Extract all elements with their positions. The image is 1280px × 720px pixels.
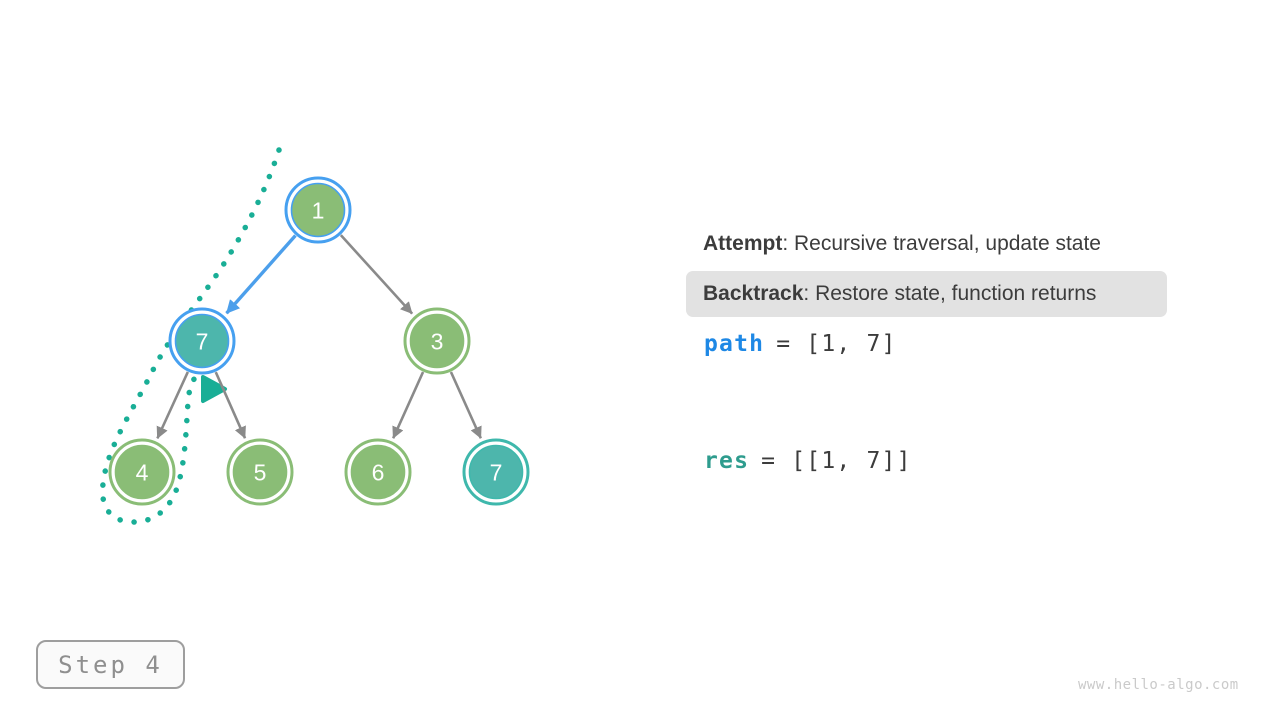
tree-edge-n7l-n4 (156, 371, 190, 439)
tree-node-1: 1 (284, 176, 352, 244)
node-fill (114, 444, 170, 500)
res-variable-name: res (704, 448, 750, 474)
path-variable-name: path (704, 331, 765, 357)
attempt-legend-line: Attempt: Recursive traversal, update sta… (703, 231, 1101, 257)
tree-edge-n3-n7r (449, 371, 482, 439)
tree-edges (156, 234, 482, 439)
tree-edge-n7l-n5 (214, 371, 247, 439)
tree-node-5: 5 (226, 438, 294, 506)
backtrack-legend-pill: Backtrack: Restore state, function retur… (686, 271, 1167, 317)
step-badge: Step 4 (36, 640, 185, 689)
node-fill (232, 444, 288, 500)
tree-diagram: 1 7 3 4 5 6 7 (99, 147, 530, 525)
node-value: 7 (196, 328, 209, 354)
attempt-text: : Recursive traversal, update state (782, 232, 1101, 255)
res-variable-value: = [[1, 7]] (761, 448, 912, 474)
node-value: 1 (312, 197, 325, 223)
attempt-label: Attempt (703, 232, 783, 255)
node-value: 5 (254, 459, 267, 485)
watermark: www.hello-algo.com (1078, 677, 1239, 693)
tree-edge-n1-n3 (339, 234, 414, 315)
path-variable-line: path = [1, 7] (704, 331, 897, 357)
node-value: 7 (490, 459, 503, 485)
node-value: 6 (372, 459, 385, 485)
backtrack-trace (99, 147, 282, 525)
node-fill (409, 313, 465, 369)
tree-node-4: 4 (108, 438, 176, 506)
trace-direction-arrow-icon (201, 375, 227, 403)
tree-nodes: 1 7 3 4 5 6 7 (108, 176, 530, 506)
trace-dotted-path (99, 147, 282, 525)
node-fill (290, 182, 346, 238)
tree-node-3: 3 (403, 307, 471, 375)
backtrack-label: Backtrack (703, 282, 804, 305)
tree-edge-n3-n6 (392, 371, 425, 439)
tree-node-7: 7 (462, 438, 530, 506)
tree-node-6: 6 (344, 438, 412, 506)
node-value: 3 (431, 328, 444, 354)
backtrack-text: : Restore state, function returns (803, 282, 1097, 305)
node-fill (468, 444, 524, 500)
path-variable-value: = [1, 7] (776, 331, 897, 357)
node-value: 4 (136, 459, 149, 485)
node-fill (350, 444, 406, 500)
tree-node-7: 7 (168, 307, 236, 375)
tree-edge-n1-n7l (225, 234, 297, 315)
res-variable-line: res = [[1, 7]] (704, 448, 912, 474)
node-fill (174, 313, 230, 369)
